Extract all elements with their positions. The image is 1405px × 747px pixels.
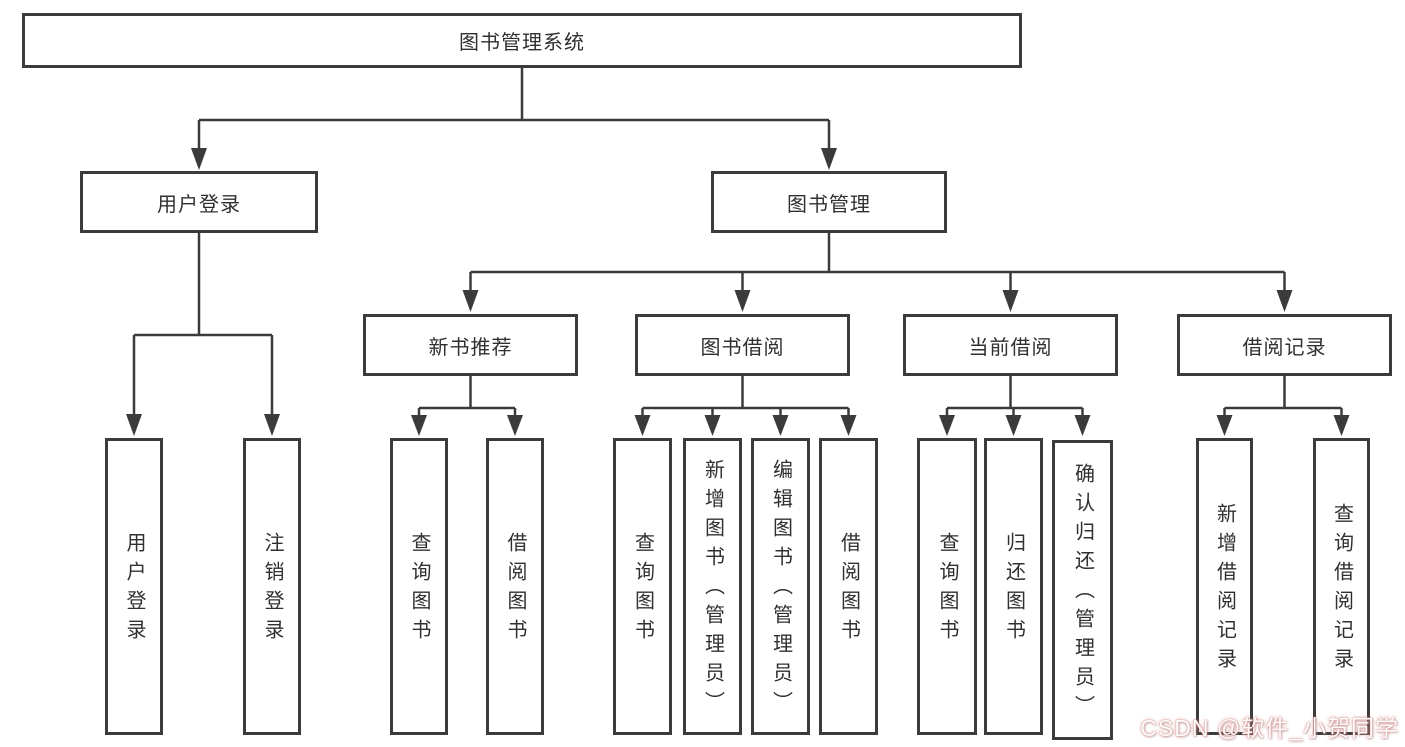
node-label: 查询借阅记录 <box>1330 502 1353 677</box>
node-label: 归还图书 <box>1002 531 1025 648</box>
node-book-borrowing: 图书借阅 <box>635 314 850 376</box>
node-label: 用户登录 <box>157 193 241 216</box>
node-current-borrowing: 当前借阅 <box>903 314 1118 376</box>
node-label: 用户登录 <box>123 531 145 648</box>
node-label: 图书借阅 <box>700 336 785 359</box>
node-label: 编辑图书（管理员） <box>769 459 792 720</box>
leaf-user-login: 用户登录 <box>105 438 163 735</box>
node-label: 查询图书 <box>408 531 430 648</box>
node-book-management: 图书管理 <box>711 171 947 233</box>
arrowheads <box>126 148 1350 436</box>
leaf-query-borrow-record: 查询借阅记录 <box>1313 438 1370 735</box>
node-label: 新书推荐 <box>428 336 513 359</box>
leaf-borrow-books-1: 借阅图书 <box>486 438 544 735</box>
node-label: 图书管理 <box>787 193 871 216</box>
leaf-edit-books-admin: 编辑图书（管理员） <box>751 438 810 735</box>
node-label: 新增借阅记录 <box>1213 502 1236 677</box>
leaf-logout: 注销登录 <box>243 438 301 735</box>
node-label: 查询图书 <box>936 531 958 648</box>
node-user-login: 用户登录 <box>80 171 318 233</box>
leaf-query-books-3: 查询图书 <box>917 438 977 735</box>
leaf-return-books: 归还图书 <box>984 438 1043 735</box>
leaf-borrow-books-2: 借阅图书 <box>819 438 878 735</box>
csdn-watermark: CSDN @软件_小贺同学 <box>1140 715 1399 741</box>
node-borrowing-records: 借阅记录 <box>1177 314 1392 376</box>
node-label: 注销登录 <box>261 531 283 648</box>
leaf-add-books-admin: 新增图书（管理员） <box>683 438 742 735</box>
node-label: 查询图书 <box>631 531 654 648</box>
node-label: 借阅图书 <box>504 531 526 648</box>
leaf-query-books-2: 查询图书 <box>613 438 672 735</box>
leaf-confirm-return-admin: 确认归还（管理员） <box>1052 440 1113 740</box>
node-label: 新增图书（管理员） <box>701 459 724 720</box>
node-label: 借阅记录 <box>1242 336 1327 359</box>
node-library-management-system: 图书管理系统 <box>22 13 1022 68</box>
node-new-book-recommendation: 新书推荐 <box>363 314 578 376</box>
node-label: 当前借阅 <box>968 336 1053 359</box>
node-label: 借阅图书 <box>837 531 860 648</box>
node-label: 图书管理系统 <box>459 32 585 54</box>
leaf-add-borrow-record: 新增借阅记录 <box>1196 438 1253 735</box>
node-label: 确认归还（管理员） <box>1071 462 1094 724</box>
leaf-query-books-1: 查询图书 <box>390 438 448 735</box>
